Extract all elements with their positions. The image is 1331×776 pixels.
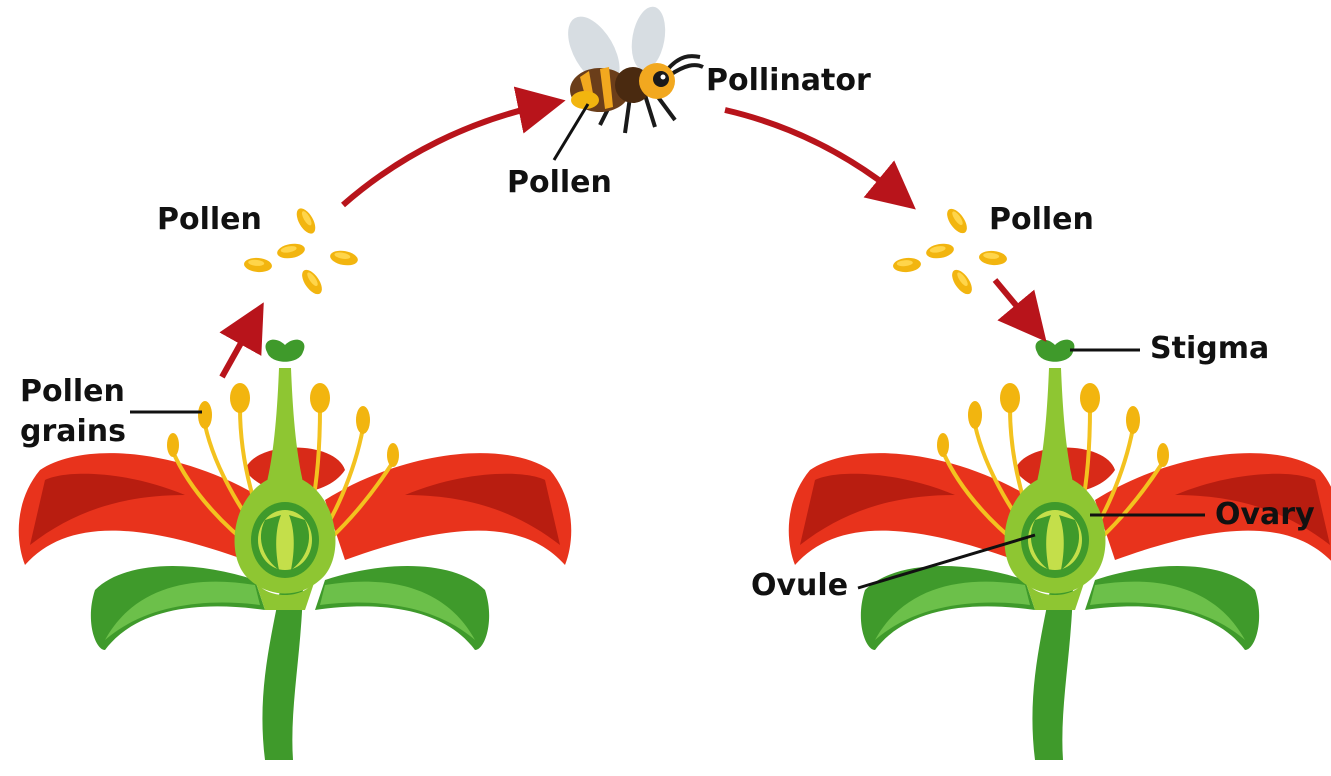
- flower-right: [786, 337, 1331, 762]
- arrow-pollen-to-stigma: [992, 278, 1047, 342]
- arrow-bee-to-pollen: [724, 107, 916, 210]
- label-pollen-grains-line2: grains: [20, 414, 127, 449]
- label-pollen-grains: Pollen grains: [20, 372, 126, 452]
- label-stigma: Stigma: [1150, 331, 1270, 366]
- bee-pollinator: [568, 6, 704, 134]
- label-ovary: Ovary: [1215, 497, 1315, 532]
- label-pollen-bee: Pollen: [507, 165, 612, 200]
- label-ovule: Ovule: [751, 568, 849, 603]
- leader-line-bee-pollen: [552, 103, 590, 161]
- label-pollinator: Pollinator: [706, 63, 871, 98]
- arrow-anther-to-pollen: [219, 302, 264, 379]
- label-pollen-grains-line1: Pollen: [20, 374, 125, 409]
- arrow-pollen-to-bee: [341, 86, 566, 208]
- label-pollen-right: Pollen: [989, 202, 1094, 237]
- leader-line-ovule: [857, 533, 1036, 590]
- label-pollen-left: Pollen: [157, 202, 262, 237]
